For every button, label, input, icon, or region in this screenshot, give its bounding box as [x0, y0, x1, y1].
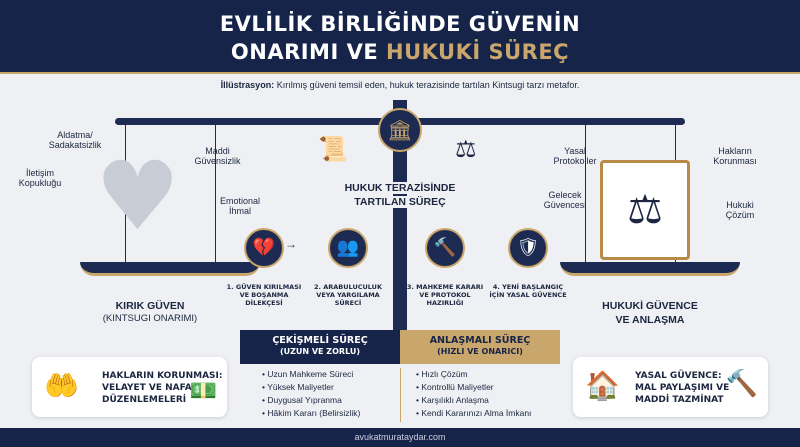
legal-document-icon: ⚖: [600, 160, 690, 260]
list-item: • Kontrollü Maliyetler: [416, 382, 494, 392]
house-key-icon: 🏠: [585, 369, 620, 402]
arrow-icon: →: [285, 237, 297, 251]
right-subtitle: VE ANLAŞMA: [615, 314, 685, 326]
tab-agreed-sub: (HIZLI VE ONARICI): [437, 347, 523, 357]
gavel-document-icon: 🔨: [425, 228, 465, 268]
rope: [125, 125, 126, 265]
subtitle-bold: İllüstrasyon:: [220, 80, 275, 90]
tab-contested-title: ÇEKİŞMELİ SÜREÇ: [272, 335, 368, 346]
label-haklarin: Hakların Korunması: [713, 146, 757, 167]
subtitle-text: Kırılmış güveni temsil eden, hukuk teraz…: [274, 80, 580, 90]
title-gold: HUKUKİ SÜREÇ: [386, 40, 570, 64]
kintsugi-heart-icon: ♥: [95, 142, 181, 252]
agreed-list: • Hızlı Çözüm • Kontrollü Maliyetler • K…: [416, 368, 531, 420]
list-item: • Hızlı Çözüm: [416, 369, 468, 379]
protecting-hands-icon: 🤲: [44, 369, 79, 402]
step-2: 2. ARABULUCULUK VEYA YARGILAMA SÜRECİ: [313, 283, 382, 307]
step-3: 3. MAHKEME KARARI VE PROTOKOL HAZIRLIĞI: [406, 283, 484, 307]
label-gelecek: Gelecek Güvencesi: [543, 190, 587, 211]
label-aldatma: Aldatma/ Sadakatsizlik: [48, 130, 102, 151]
title-line-1: EVLİLİK BİRLİĞİNDE GÜVENİN: [219, 12, 581, 36]
list-item: • Hâkim Kararı (Belirsizlik): [262, 408, 361, 418]
center-title-1: HUKUK TERAZİSİNDE: [300, 182, 500, 195]
list-item: • Duygusal Yıpranma: [262, 395, 342, 405]
shield-heart-icon: 🛡: [508, 228, 548, 268]
center-title-2: TARTILAN SÜREÇ: [300, 196, 500, 209]
title-white: ONARIMI VE: [230, 40, 386, 64]
contested-list: • Uzun Mahkeme Süreci • Yüksek Maliyetle…: [262, 368, 360, 420]
list-item: • Kendi Kararınızı Alma İmkanı: [416, 408, 532, 418]
right-title: HUKUKİ GÜVENCE: [602, 300, 698, 312]
scale-pole: [393, 100, 407, 335]
label-maddi: Maddi Güvensizlik: [194, 146, 241, 167]
courthouse-icon: 🏛: [378, 108, 422, 152]
left-title: KIRIK GÜVEN: [115, 300, 185, 312]
rope: [215, 125, 216, 265]
contract-icon: 📜: [318, 135, 348, 163]
label-iletisim: İletişim Kopukluğu: [18, 168, 62, 189]
mediation-icon: 👥: [328, 228, 368, 268]
divider: [400, 368, 401, 422]
footer-website[interactable]: avukatmurataydar.com: [0, 428, 800, 447]
step-4: 4. YENİ BAŞLANGIÇ İÇİN YASAL GÜVENCE: [489, 283, 567, 299]
process-tabs: ÇEKİŞMELİ SÜREÇ(UZUN VE ZORLU) ANLAŞMALI…: [240, 330, 560, 364]
rope: [585, 125, 586, 265]
title-line-2: ONARIMI VE HUKUKİ SÜREÇ: [0, 40, 800, 64]
money-icon: 💵: [189, 379, 217, 404]
subtitle: İllüstrasyon: Kırılmış güveni temsil ede…: [0, 80, 800, 90]
tab-agreed: ANLAŞMALI SÜREÇ(HIZLI VE ONARICI): [400, 330, 560, 364]
tab-contested: ÇEKİŞMELİ SÜREÇ(UZUN VE ZORLU): [240, 330, 400, 364]
header: EVLİLİK BİRLİĞİNDE GÜVENİN ONARIMI VE HU…: [0, 0, 800, 74]
broken-heart-icon: 💔: [244, 228, 284, 268]
scales-icon: ⚖: [455, 135, 477, 163]
left-scale-pan: [80, 262, 260, 276]
tab-agreed-title: ANLAŞMALI SÜREÇ: [429, 335, 531, 346]
gavel-coins-icon: 🔨: [725, 369, 758, 399]
list-item: • Yüksek Maliyetler: [262, 382, 334, 392]
label-yasal: Yasal Protokoller: [553, 146, 597, 167]
list-item: • Uzun Mahkeme Süreci: [262, 369, 354, 379]
right-scale-pan: [560, 262, 740, 276]
list-item: • Karşılıklı Anlaşma: [416, 395, 489, 405]
label-emotional: Emotional İhmal: [219, 196, 261, 217]
left-subtitle: (KINTSUGI ONARIMI): [102, 313, 198, 324]
label-hukuki: Hukuki Çözüm: [725, 200, 755, 221]
step-1: 1. GÜVEN KIRILMASI VE BOŞANMA DİLEKÇESİ: [226, 283, 302, 307]
tab-contested-sub: (UZUN VE ZORLU): [279, 347, 361, 357]
